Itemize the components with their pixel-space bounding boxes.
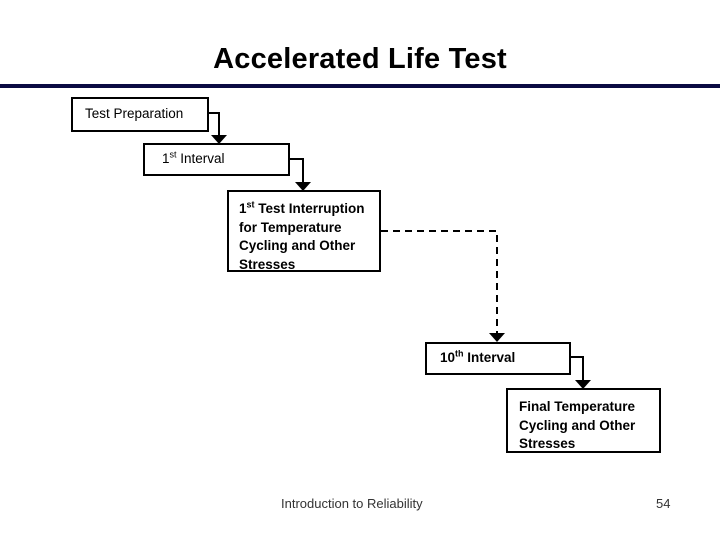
flow-box-test-preparation: Test Preparation (71, 97, 209, 132)
footer-course-label: Introduction to Reliability (281, 496, 423, 511)
interval-10-label: Interval (463, 350, 516, 366)
flow-box-interruption-1-line-4: Stresses (239, 256, 296, 272)
flow-box-interruption-1-line-1: 1st Test Interruption (239, 200, 379, 219)
flow-box-final-cycling-line-2: Cycling and Other (519, 417, 636, 433)
arrowhead-final-cycling (575, 380, 591, 389)
flow-box-interval-1-line-1: 1st Interval (162, 150, 288, 169)
interruption-1-label: Test Interruption (254, 201, 365, 216)
connector-interval-10-to-final-cycling (571, 356, 584, 381)
connector-interval-1-to-interruption-1 (290, 158, 304, 183)
arrowhead-interruption-1 (295, 182, 311, 191)
flow-box-interruption-1-line-3: Cycling and Other (239, 238, 356, 253)
title-divider (0, 84, 720, 88)
interval-10-number: 10 (440, 350, 456, 366)
interval-10-ordinal-suffix: th (455, 348, 464, 359)
interruption-1-ordinal-suffix: st (246, 199, 255, 210)
arrowhead-interval-10 (489, 333, 505, 342)
flow-box-interruption-1: 1st Test Interruption for Temperature Cy… (227, 190, 381, 272)
flow-box-test-preparation-line-1: Test Preparation (85, 106, 184, 122)
interval-1-ordinal-suffix: st (169, 149, 177, 160)
flow-box-interval-10-line-1: 10th Interval (440, 349, 569, 368)
arrowhead-interval-1 (211, 135, 227, 144)
flow-box-final-cycling-line-3: Stresses (519, 436, 576, 451)
interval-1-number: 1 (162, 151, 170, 167)
connector-test-preparation-to-interval-1 (209, 112, 220, 136)
interval-1-label: Interval (176, 151, 225, 167)
footer-page-number: 54 (656, 496, 671, 511)
flow-box-interval-10: 10th Interval (425, 342, 571, 375)
connector-interruption-1-to-interval-10 (381, 230, 498, 334)
page-title: Accelerated Life Test (213, 43, 507, 75)
flow-box-interruption-1-line-2: for Temperature (239, 219, 342, 235)
flow-box-final-cycling: Final Temperature Cycling and Other Stre… (506, 388, 661, 453)
flow-box-interval-1: 1st Interval (143, 143, 290, 176)
flow-box-final-cycling-line-1: Final Temperature (519, 399, 636, 414)
interruption-1-number: 1 (239, 201, 247, 216)
